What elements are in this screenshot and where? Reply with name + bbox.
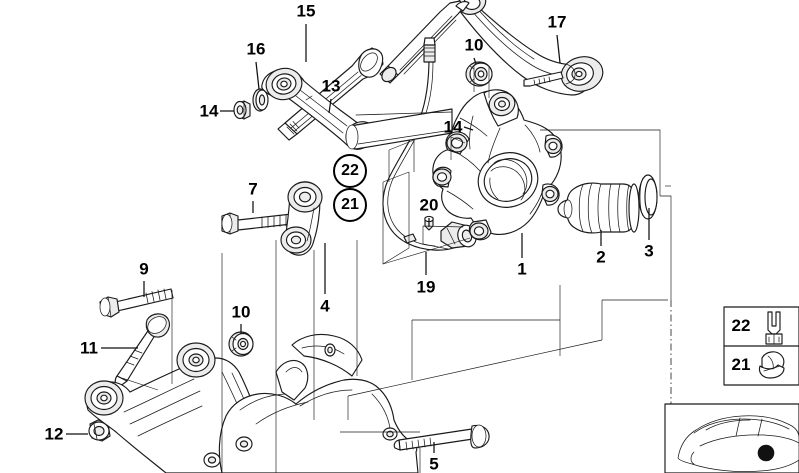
part-5-hex-bolt-long [393, 424, 490, 451]
part-12-hex-nut [88, 419, 111, 442]
callout-15: 15 [296, 1, 316, 21]
part-2-wheel-hub [557, 182, 640, 234]
callout-20: 20 [419, 195, 439, 215]
callout-14-right: 14 [443, 117, 463, 137]
vehicle-inset [664, 403, 799, 473]
callout-4: 4 [320, 296, 330, 316]
part-3-retaining-ring [638, 174, 658, 220]
legend-label-21: 21 [731, 355, 751, 374]
legend-label-22: 22 [731, 316, 751, 335]
callout-leader-lines [66, 24, 650, 453]
part-10-bush-upper [465, 61, 493, 87]
callout-12: 12 [44, 424, 64, 444]
part-9-hex-bolt [99, 288, 174, 318]
callout-1: 1 [517, 259, 527, 279]
part-17-camber-link [455, 0, 604, 96]
callout-14-left: 14 [199, 101, 219, 121]
circle-callout-21: 21 [333, 188, 367, 222]
callout-7: 7 [248, 179, 258, 199]
callout-10-lower: 10 [231, 302, 251, 322]
part-subframe-bracket [203, 333, 419, 473]
part-7-hex-bolt [221, 212, 293, 235]
clip-fork-icon [765, 311, 783, 345]
cable-clamp-icon [758, 351, 785, 379]
callout-5: 5 [429, 454, 439, 473]
callout-2: 2 [596, 247, 606, 267]
callout-11: 11 [80, 338, 98, 358]
legend-box [723, 306, 799, 386]
part-14-nut-left [233, 100, 251, 120]
callout-13: 13 [321, 76, 341, 96]
assembly-reference-lines [121, 66, 672, 473]
circle-callout-22: 22 [333, 154, 367, 188]
callout-10-upper: 10 [464, 35, 484, 55]
part-16-washer [252, 88, 269, 112]
part-10-bush-lower [228, 331, 254, 357]
part-1-wheel-carrier [432, 89, 563, 241]
part-4-link-arm [280, 181, 323, 256]
location-dot [757, 444, 775, 462]
callout-19: 19 [416, 277, 436, 297]
callout-16: 16 [246, 39, 266, 59]
callout-9: 9 [139, 259, 149, 279]
part-11-eccentric-bolt [114, 313, 170, 388]
callout-17: 17 [547, 12, 567, 32]
callout-3: 3 [644, 241, 654, 261]
part-4-support-tube [345, 108, 453, 150]
